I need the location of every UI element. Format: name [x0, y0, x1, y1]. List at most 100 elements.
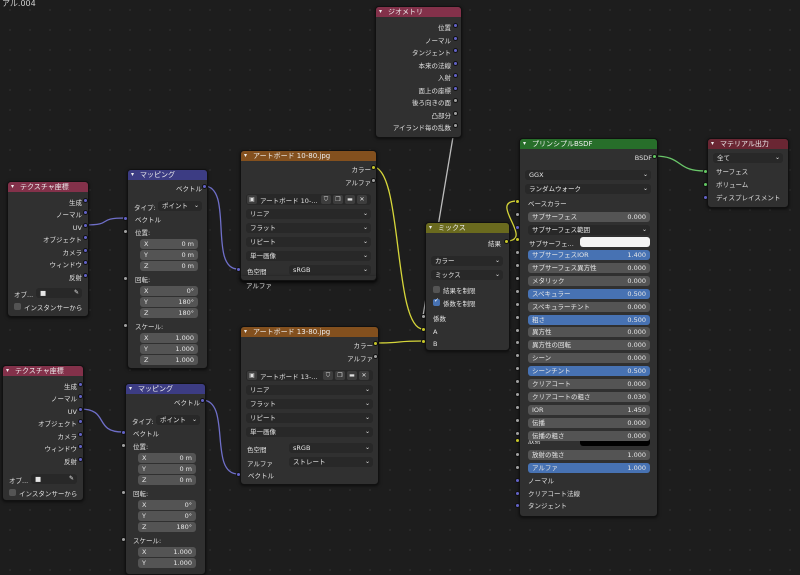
socket-dot[interactable] — [122, 228, 128, 234]
socket-dot[interactable] — [120, 442, 126, 448]
node-header[interactable]: ▾マテリアル出力 — [708, 139, 788, 149]
material-output-node[interactable]: ▾マテリアル出力 全て⌄ サーフェス ボリューム ディスプレイスメント — [707, 138, 789, 208]
clamp-result-checkbox[interactable] — [433, 286, 440, 293]
socket-dot[interactable] — [514, 339, 520, 345]
socket-dot[interactable] — [82, 209, 88, 215]
socket-dot[interactable] — [82, 234, 88, 240]
socket-dot[interactable] — [82, 197, 88, 203]
node-header[interactable]: ▾アートボード 10-80.jpg — [241, 151, 376, 161]
image-browse-icon[interactable]: ▣ — [247, 371, 257, 380]
socket-dot[interactable] — [514, 224, 520, 230]
node-header[interactable]: ▾テクスチャ座標 — [3, 366, 83, 376]
collapse-chevron-icon[interactable]: ▾ — [6, 367, 10, 374]
socket-dot[interactable] — [514, 437, 520, 443]
socket-dot[interactable] — [452, 97, 458, 103]
image-texture-node-1-lower[interactable] — [240, 276, 377, 281]
socket-dot[interactable] — [120, 429, 126, 435]
image-name[interactable]: アートボード 13-... — [260, 373, 318, 381]
socket-dot[interactable] — [702, 194, 708, 200]
projection-dropdown[interactable]: フラット⌄ — [246, 399, 373, 409]
node-header[interactable]: ▾テクスチャ座標 — [8, 182, 88, 192]
image-selector[interactable]: ▣ アートボード 13-... ⛉ ❐ ▬ ✕ — [246, 370, 373, 381]
socket-dot[interactable] — [452, 72, 458, 78]
socket-dot[interactable] — [452, 35, 458, 41]
socket-dot[interactable] — [122, 215, 128, 221]
source-dropdown[interactable]: 単一画像⌄ — [246, 427, 373, 437]
distribution-dropdown[interactable]: GGX⌄ — [525, 170, 651, 180]
socket-dot[interactable] — [420, 313, 426, 319]
socket-dot[interactable] — [122, 275, 128, 281]
blend-mode-dropdown[interactable]: ミックス⌄ — [431, 270, 503, 280]
link-mix-to-base-color[interactable] — [505, 200, 518, 242]
open-folder-icon[interactable]: ▬ — [347, 371, 357, 380]
collapse-chevron-icon[interactable]: ▾ — [523, 140, 527, 147]
alpha-mode-dropdown[interactable]: ストレート⌄ — [289, 457, 373, 467]
collapse-chevron-icon[interactable]: ▾ — [711, 140, 715, 147]
socket-dot[interactable] — [77, 456, 83, 462]
node-header[interactable]: ▾ミックス — [426, 223, 509, 233]
socket-dot[interactable] — [82, 272, 88, 278]
socket-dot[interactable] — [372, 353, 378, 359]
socket-dot[interactable] — [514, 391, 520, 397]
socket-dot[interactable] — [82, 247, 88, 253]
socket-dot[interactable] — [514, 430, 520, 436]
socket-dot[interactable] — [370, 177, 376, 183]
socket-dot[interactable] — [651, 153, 657, 159]
socket-dot[interactable] — [452, 122, 458, 128]
subsurface-method-dropdown[interactable]: ランダムウォーク⌄ — [525, 184, 651, 194]
node-header[interactable]: ▾マッピング — [126, 384, 205, 394]
collapse-chevron-icon[interactable]: ▾ — [244, 328, 248, 335]
socket-dot[interactable] — [122, 322, 128, 328]
emission-color-swatch[interactable] — [580, 436, 650, 446]
socket-dot[interactable] — [514, 288, 520, 294]
socket-dot[interactable] — [452, 47, 458, 53]
texture-coordinate-node-2[interactable]: ▾テクスチャ座標 生成 ノーマル UV オブジェクト カメラ ウィンドウ 反射 … — [2, 365, 84, 501]
node-header[interactable]: ▾マッピング — [128, 170, 207, 180]
socket-dot[interactable] — [514, 490, 520, 496]
socket-dot[interactable] — [77, 418, 83, 424]
colorspace-dropdown[interactable]: sRGB⌄ — [289, 443, 373, 453]
instancer-checkbox[interactable] — [9, 489, 16, 496]
geometry-node[interactable]: ▾ジオメトリ 位置 ノーマル タンジェント 本来の法線 入射 面上の座標 後ろ向… — [375, 6, 462, 138]
socket-dot[interactable] — [235, 266, 241, 272]
fake-user-shield-icon[interactable]: ⛉ — [323, 371, 333, 380]
type-dropdown[interactable]: ポイント⌄ — [158, 201, 202, 211]
node-header[interactable]: ▾プリンシプルBSDF — [520, 139, 657, 149]
socket-dot[interactable] — [514, 262, 520, 268]
type-dropdown[interactable]: ポイント⌄ — [156, 415, 200, 425]
fake-user-shield-icon[interactable]: ⛉ — [321, 195, 331, 204]
socket-dot[interactable] — [514, 378, 520, 384]
socket-dot[interactable] — [514, 314, 520, 320]
link-bsdf-to-surface[interactable] — [653, 155, 706, 172]
node-header[interactable]: ▾アートボード 13-80.jpg — [241, 327, 378, 337]
socket-dot[interactable] — [82, 259, 88, 265]
collapse-chevron-icon[interactable]: ▾ — [131, 171, 135, 178]
texture-coordinate-node-1[interactable]: ▾テクスチャ座標 生成 ノーマル UV オブジェクト カメラ ウィンドウ 反射 … — [7, 181, 89, 317]
instancer-checkbox[interactable] — [14, 303, 21, 310]
socket-dot[interactable] — [370, 164, 376, 170]
image-browse-icon[interactable]: ▣ — [247, 195, 257, 204]
